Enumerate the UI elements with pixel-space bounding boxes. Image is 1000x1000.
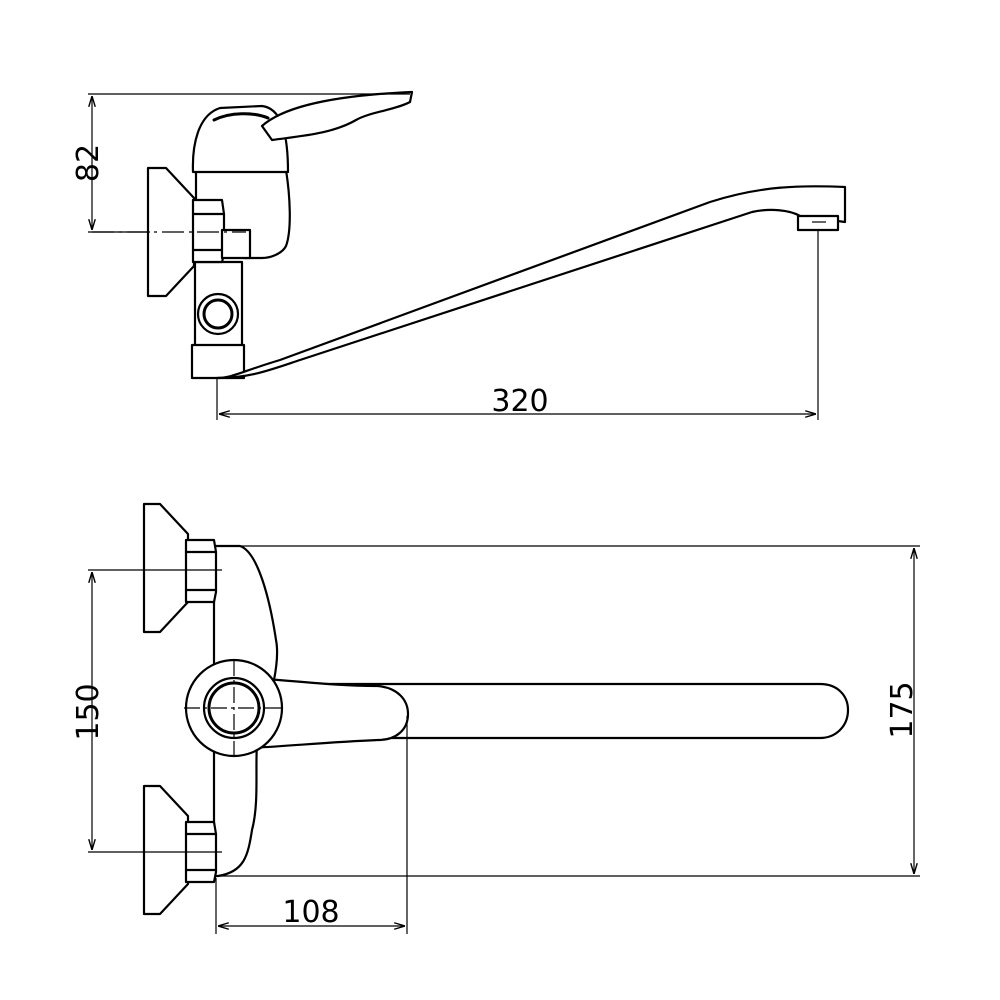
side-hex-nut xyxy=(191,198,226,264)
side-diverter-inner xyxy=(202,298,234,330)
top-wall-flange-upper xyxy=(142,502,190,634)
top-wall-flange-lower xyxy=(142,784,190,916)
side-lever-handle xyxy=(260,90,414,142)
side-spout-socket xyxy=(190,343,246,380)
side-spout xyxy=(215,185,847,380)
dimension-108: 108 xyxy=(215,716,408,934)
dimension-82: 82 xyxy=(71,93,410,233)
side-cartridge-cap xyxy=(191,104,290,174)
dimension-320: 320 xyxy=(216,230,819,420)
dimension-150: 150 xyxy=(71,569,222,853)
side-view xyxy=(92,90,847,380)
side-connector xyxy=(220,228,252,260)
dim-label-150: 150 xyxy=(71,683,106,740)
side-cap-ring xyxy=(212,112,270,122)
dim-label-82: 82 xyxy=(71,144,106,182)
top-lever xyxy=(248,676,410,750)
side-aerator xyxy=(796,214,840,232)
top-view xyxy=(142,502,850,916)
top-nut-upper xyxy=(184,538,218,604)
dim-label-108: 108 xyxy=(282,895,339,930)
dim-label-175: 175 xyxy=(885,681,920,738)
dimension-175: 175 xyxy=(218,545,920,877)
top-spout xyxy=(268,682,850,740)
dim-label-320: 320 xyxy=(491,384,548,419)
